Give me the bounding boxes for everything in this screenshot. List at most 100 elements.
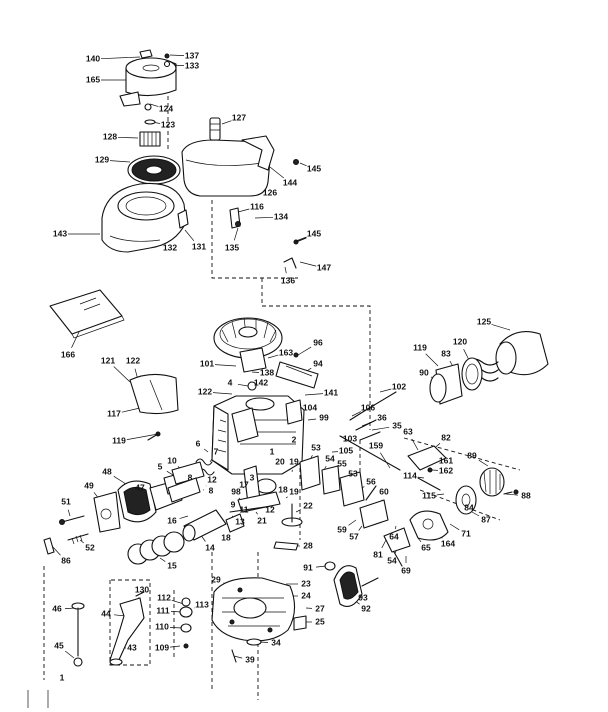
- callout-127: 127: [232, 112, 246, 122]
- callout-27: 27: [315, 603, 325, 613]
- callout-145: 145: [307, 163, 321, 173]
- callout-129: 129: [95, 154, 109, 164]
- leader-144: [269, 166, 285, 179]
- edge-marks: [27, 690, 49, 708]
- leader-109: [169, 645, 181, 648]
- callout-130: 130: [135, 584, 149, 594]
- callout-35: 35: [392, 420, 402, 430]
- callout-94: 94: [313, 358, 323, 368]
- blower-housing: [101, 182, 189, 253]
- callout-24: 24: [301, 590, 311, 600]
- leader-166: [71, 329, 81, 348]
- valves: [273, 455, 365, 551]
- callout-125: 125: [477, 316, 491, 326]
- leader-87: [471, 511, 480, 517]
- dipstick: [71, 602, 85, 667]
- callout-110: 110: [155, 621, 169, 631]
- callout-145: 145: [307, 228, 321, 238]
- callout-8: 8: [209, 485, 214, 495]
- leader-21: [255, 511, 258, 515]
- callout-7: 7: [214, 446, 219, 456]
- callout-86: 86: [61, 555, 71, 565]
- callout-109: 109: [155, 642, 169, 652]
- callout-5: 5: [158, 461, 163, 471]
- callout-121: 121: [101, 355, 115, 365]
- callout-19: 19: [289, 486, 299, 496]
- leader-145: [299, 162, 307, 167]
- leader-64: [395, 525, 397, 530]
- throttle-link: [283, 237, 307, 269]
- callout-106: 106: [361, 402, 375, 412]
- callout-144: 144: [283, 177, 297, 187]
- callout-90: 90: [419, 367, 429, 377]
- callout-63: 63: [403, 426, 413, 436]
- callout-122: 122: [198, 386, 212, 396]
- callout-21: 21: [257, 515, 267, 525]
- dipper: [324, 561, 379, 607]
- callout-162: 162: [439, 465, 453, 475]
- carb-hardware: [43, 515, 89, 555]
- callout-71: 71: [461, 528, 471, 538]
- drain-parts: [179, 597, 193, 649]
- callout-3: 3: [250, 472, 255, 482]
- leader-19: [285, 496, 288, 499]
- leader-127: [221, 120, 232, 125]
- callout-126: 126: [263, 187, 277, 197]
- leader-9: [238, 497, 241, 500]
- leader-106: [351, 411, 361, 417]
- callout-117: 117: [107, 408, 121, 418]
- leader-35: [371, 426, 390, 431]
- piston-rings: [127, 509, 245, 565]
- leader-51: [67, 509, 71, 517]
- leader-119: [425, 353, 439, 367]
- callout-82: 82: [441, 432, 451, 442]
- leader-99: [307, 418, 317, 421]
- callout-4: 4: [228, 377, 233, 387]
- callout-12: 12: [265, 504, 275, 514]
- callout-55: 55: [337, 458, 347, 468]
- callout-11: 11: [240, 504, 249, 514]
- callout-113: 113: [195, 599, 209, 609]
- callout-163: 163: [279, 347, 293, 357]
- leader-124: [149, 103, 159, 107]
- callout-142: 142: [254, 377, 268, 387]
- callout-112: 112: [157, 592, 171, 602]
- callout-14: 14: [205, 542, 215, 552]
- leader-119: [126, 433, 159, 440]
- callout-119: 119: [112, 435, 126, 445]
- callout-48: 48: [102, 466, 112, 476]
- callout-132: 132: [163, 242, 177, 252]
- callout-111: 111: [156, 605, 170, 615]
- callout-25: 25: [315, 616, 325, 626]
- callout-140: 140: [86, 53, 100, 63]
- leader-122: [212, 392, 233, 395]
- callout-134: 134: [274, 211, 288, 221]
- leader-134: [254, 216, 274, 219]
- callout-115: 115: [422, 490, 436, 500]
- callout-10: 10: [167, 455, 177, 465]
- callout-53: 53: [311, 442, 321, 452]
- leader-45: [64, 650, 75, 659]
- leader-114: [417, 476, 425, 479]
- callout-143: 143: [53, 228, 67, 238]
- callout-89: 89: [467, 450, 477, 460]
- callout-22: 22: [303, 500, 313, 510]
- leader-115: [436, 493, 445, 496]
- leader-101: [214, 364, 237, 367]
- callout-64: 64: [389, 531, 399, 541]
- callout-23: 23: [301, 578, 311, 588]
- callout-88: 88: [521, 490, 531, 500]
- callout-159: 159: [369, 440, 383, 450]
- callout-165: 165: [86, 74, 100, 84]
- leader-86: [51, 545, 61, 556]
- leader-91: [315, 565, 327, 568]
- governor-bracket: [407, 445, 447, 491]
- leader-163: [267, 354, 279, 359]
- callout-59: 59: [337, 524, 347, 534]
- leader-137: [169, 54, 185, 56]
- callout-135: 135: [225, 242, 239, 252]
- callout-39: 39: [245, 654, 255, 664]
- callout-99: 99: [319, 412, 329, 422]
- callout-92: 92: [361, 603, 371, 613]
- leader-110: [169, 627, 183, 629]
